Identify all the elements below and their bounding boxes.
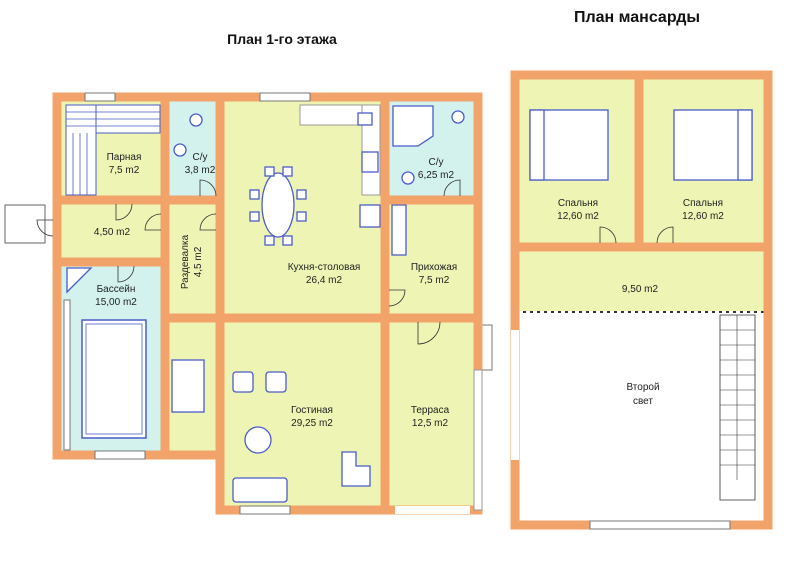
- room-area: 3,8 m2: [185, 165, 216, 176]
- sink-icon: [357, 112, 373, 126]
- chairs: [249, 166, 307, 246]
- washbasin-icon: [173, 143, 187, 157]
- room-area: 15,00 m2: [95, 297, 137, 308]
- ground-floor-title: План 1-го этажа: [227, 31, 337, 47]
- room-name: Второй: [626, 382, 659, 393]
- room-area: 4,50 m2: [94, 227, 131, 238]
- wall-gap: [511, 330, 519, 460]
- doors[interactable]: [36, 179, 461, 345]
- toilet-icon: [401, 171, 415, 185]
- room-name: С/у: [193, 152, 208, 163]
- washbasin-icon: [451, 110, 465, 124]
- window: [84, 92, 116, 102]
- room-area: 4,5 m2: [193, 246, 204, 277]
- swimming-pool: [81, 319, 147, 439]
- room-area: 12,5 m2: [412, 418, 449, 429]
- armchair: [232, 371, 254, 393]
- room-name: Раздевалка: [180, 234, 191, 289]
- room-name: Парная: [107, 152, 142, 163]
- room-name: Гостиная: [291, 405, 333, 416]
- wardrobe: [391, 204, 407, 256]
- attic-floor-title: План мансарды: [574, 9, 700, 26]
- room-note: свет: [633, 396, 653, 407]
- room-name: Бассейн: [97, 284, 136, 295]
- room-name: С/у: [429, 157, 444, 168]
- sauna-bench-side: [65, 104, 97, 196]
- coffee-table: [244, 426, 272, 454]
- entry-steps: [4, 204, 46, 244]
- room-landing: [519, 249, 764, 311]
- attic-floor-plan: Спальня 12,60 m2 Спальня 12,60 m2 9,50 m…: [510, 70, 773, 530]
- room-kitchen: [220, 101, 385, 318]
- stove-icon: [361, 151, 379, 173]
- room-name: Спальня: [683, 198, 723, 209]
- terrace-railing: [473, 369, 483, 511]
- terrace-opening: [395, 506, 470, 514]
- room-name: Кухня-столовая: [288, 262, 361, 273]
- room-name: Спальня: [558, 198, 598, 209]
- room-area: 9,50 m2: [622, 284, 659, 295]
- sofa: [232, 477, 288, 503]
- armchair: [265, 371, 287, 393]
- toilet-icon: [189, 113, 203, 127]
- room-area: 6,25 m2: [418, 170, 455, 181]
- window: [239, 505, 291, 515]
- fireplace: [171, 359, 205, 413]
- room-name: Прихожая: [411, 262, 457, 273]
- ground-floor-plan: Парная 7,5 m2 С/у 3,8 m2 4,50 m2 Раздева…: [4, 92, 493, 515]
- room-area: 7,5 m2: [419, 275, 450, 286]
- window: [589, 520, 731, 530]
- staircase: [341, 451, 371, 487]
- pool-window: [63, 299, 71, 451]
- room-area: 29,25 m2: [291, 418, 333, 429]
- room-name: Терраса: [411, 405, 450, 416]
- shower-icon: [66, 267, 93, 294]
- dining-table: [261, 172, 295, 238]
- room-hall: [61, 200, 165, 262]
- room-area: 26,4 m2: [306, 275, 343, 286]
- staircase: [719, 314, 756, 501]
- room-terrace: [385, 318, 475, 510]
- room-area: 7,5 m2: [109, 165, 140, 176]
- room-area: 12,60 m2: [557, 211, 599, 222]
- window: [259, 92, 311, 102]
- doors[interactable]: [599, 226, 674, 244]
- jacuzzi-icon: [392, 105, 434, 147]
- room-razdevalka: [165, 200, 220, 318]
- window: [94, 450, 146, 460]
- fridge-icon: [359, 204, 381, 228]
- walls: [52, 92, 483, 515]
- room-area: 12,60 m2: [682, 211, 724, 222]
